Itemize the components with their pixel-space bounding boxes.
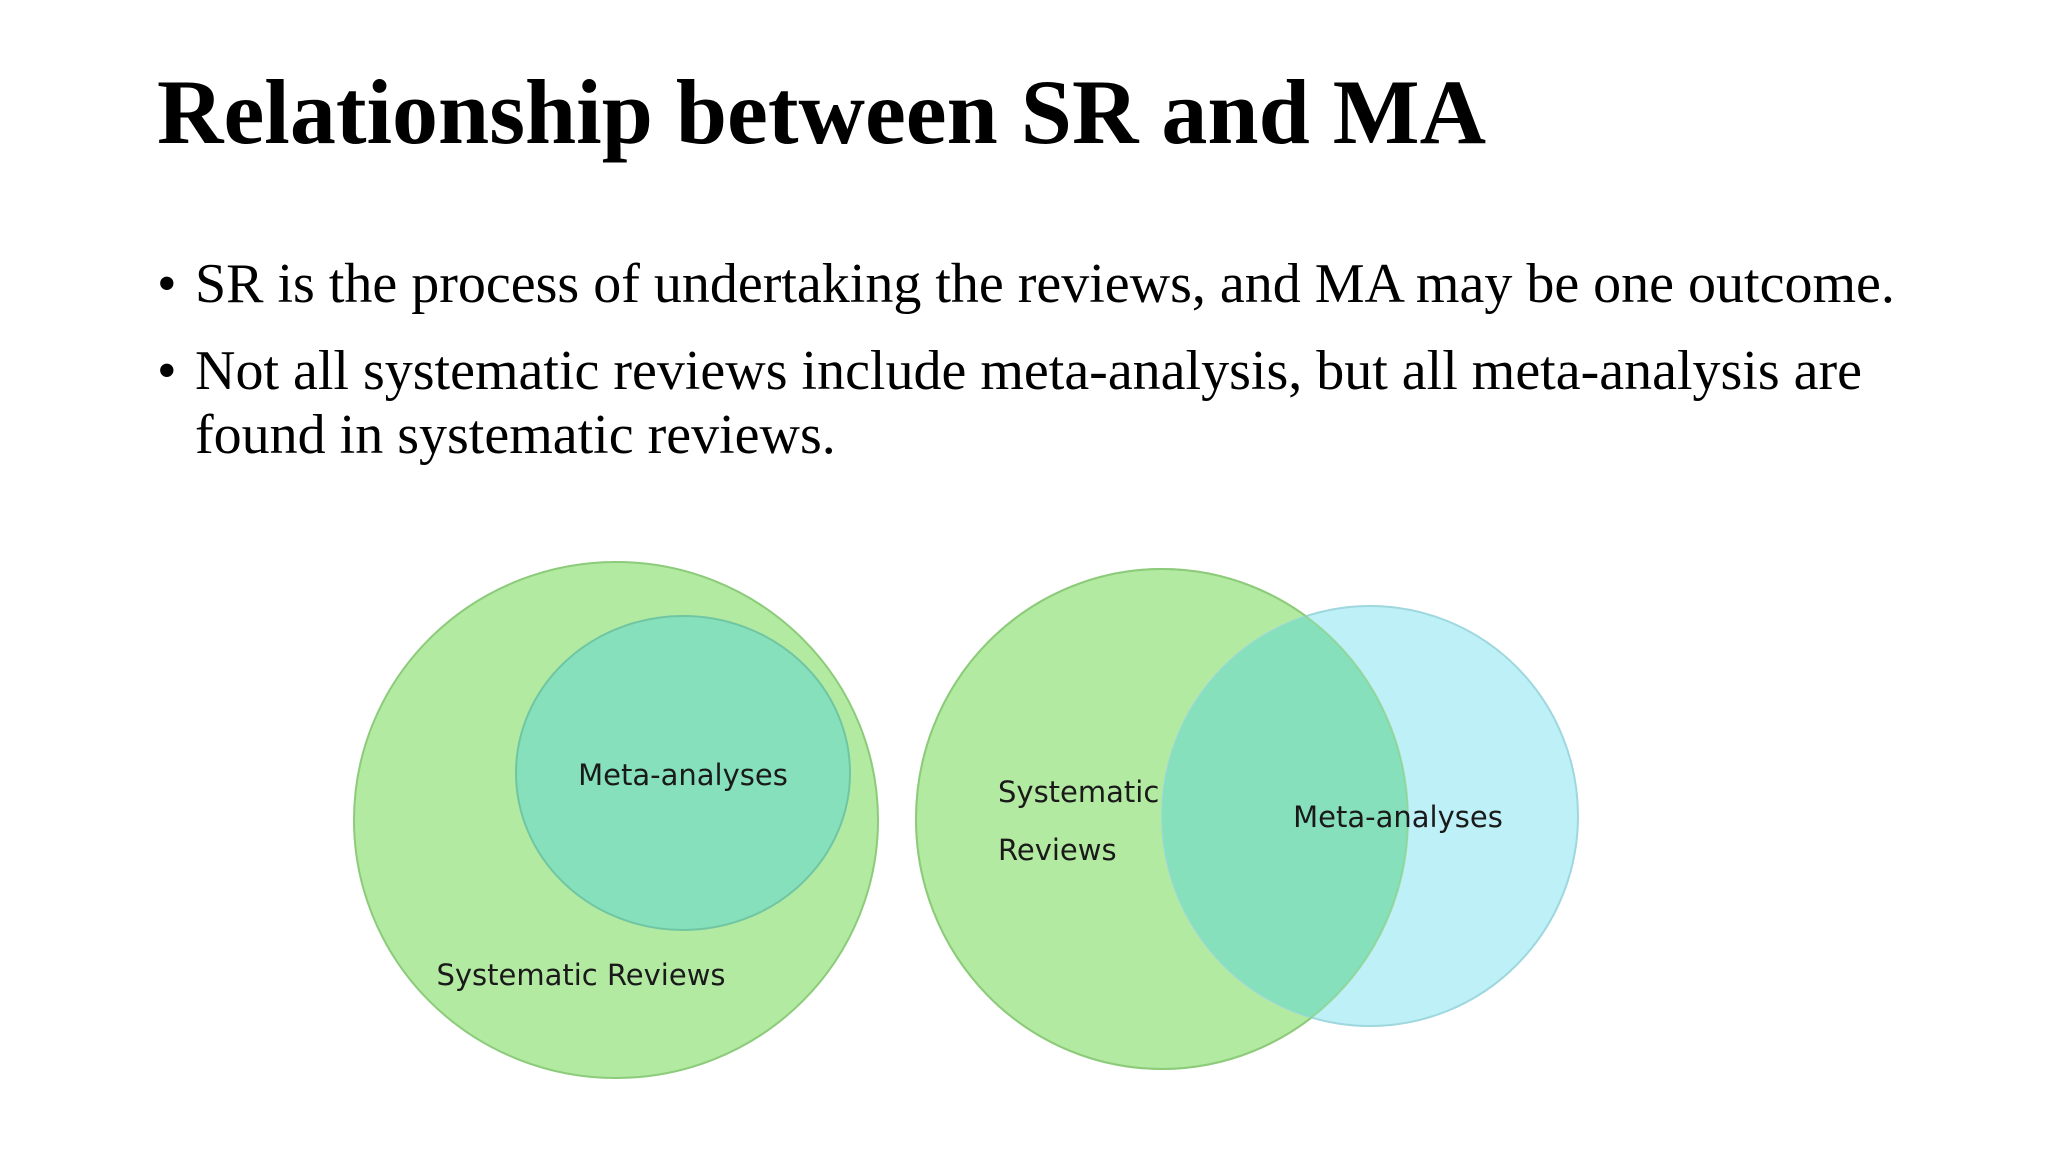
bullet-dot-icon: • — [157, 340, 177, 402]
bullet-item-2: • Not all systematic reviews include met… — [157, 339, 1947, 467]
systematic-reviews-outline — [915, 568, 1409, 1070]
systematic-reviews-label: Systematic Reviews — [436, 958, 725, 992]
systematic-label-line2: Reviews — [998, 833, 1117, 867]
meta-analyses-label: Meta-analyses — [578, 758, 788, 792]
meta-analyses-circle — [515, 615, 851, 931]
bullet-dot-icon: • — [157, 253, 177, 315]
overlap-region — [1162, 606, 1408, 1026]
bullet-text-2: Not all systematic reviews include meta-… — [195, 340, 1863, 466]
slide-title: Relationship between SR and MA — [157, 61, 1487, 163]
meta-analyses-label: Meta-analyses — [1293, 800, 1503, 834]
bullet-item-1: • SR is the process of undertaking the r… — [157, 252, 1947, 316]
nested-venn-diagram: Meta-analyses Systematic Reviews — [353, 561, 879, 1079]
systematic-label-line1: Systematic — [998, 775, 1159, 809]
overlap-venn-diagram: Systematic Reviews Meta-analyses — [915, 568, 1579, 1070]
bullet-list: • SR is the process of undertaking the r… — [157, 252, 1947, 490]
bullet-text-1: SR is the process of undertaking the rev… — [195, 253, 1895, 315]
